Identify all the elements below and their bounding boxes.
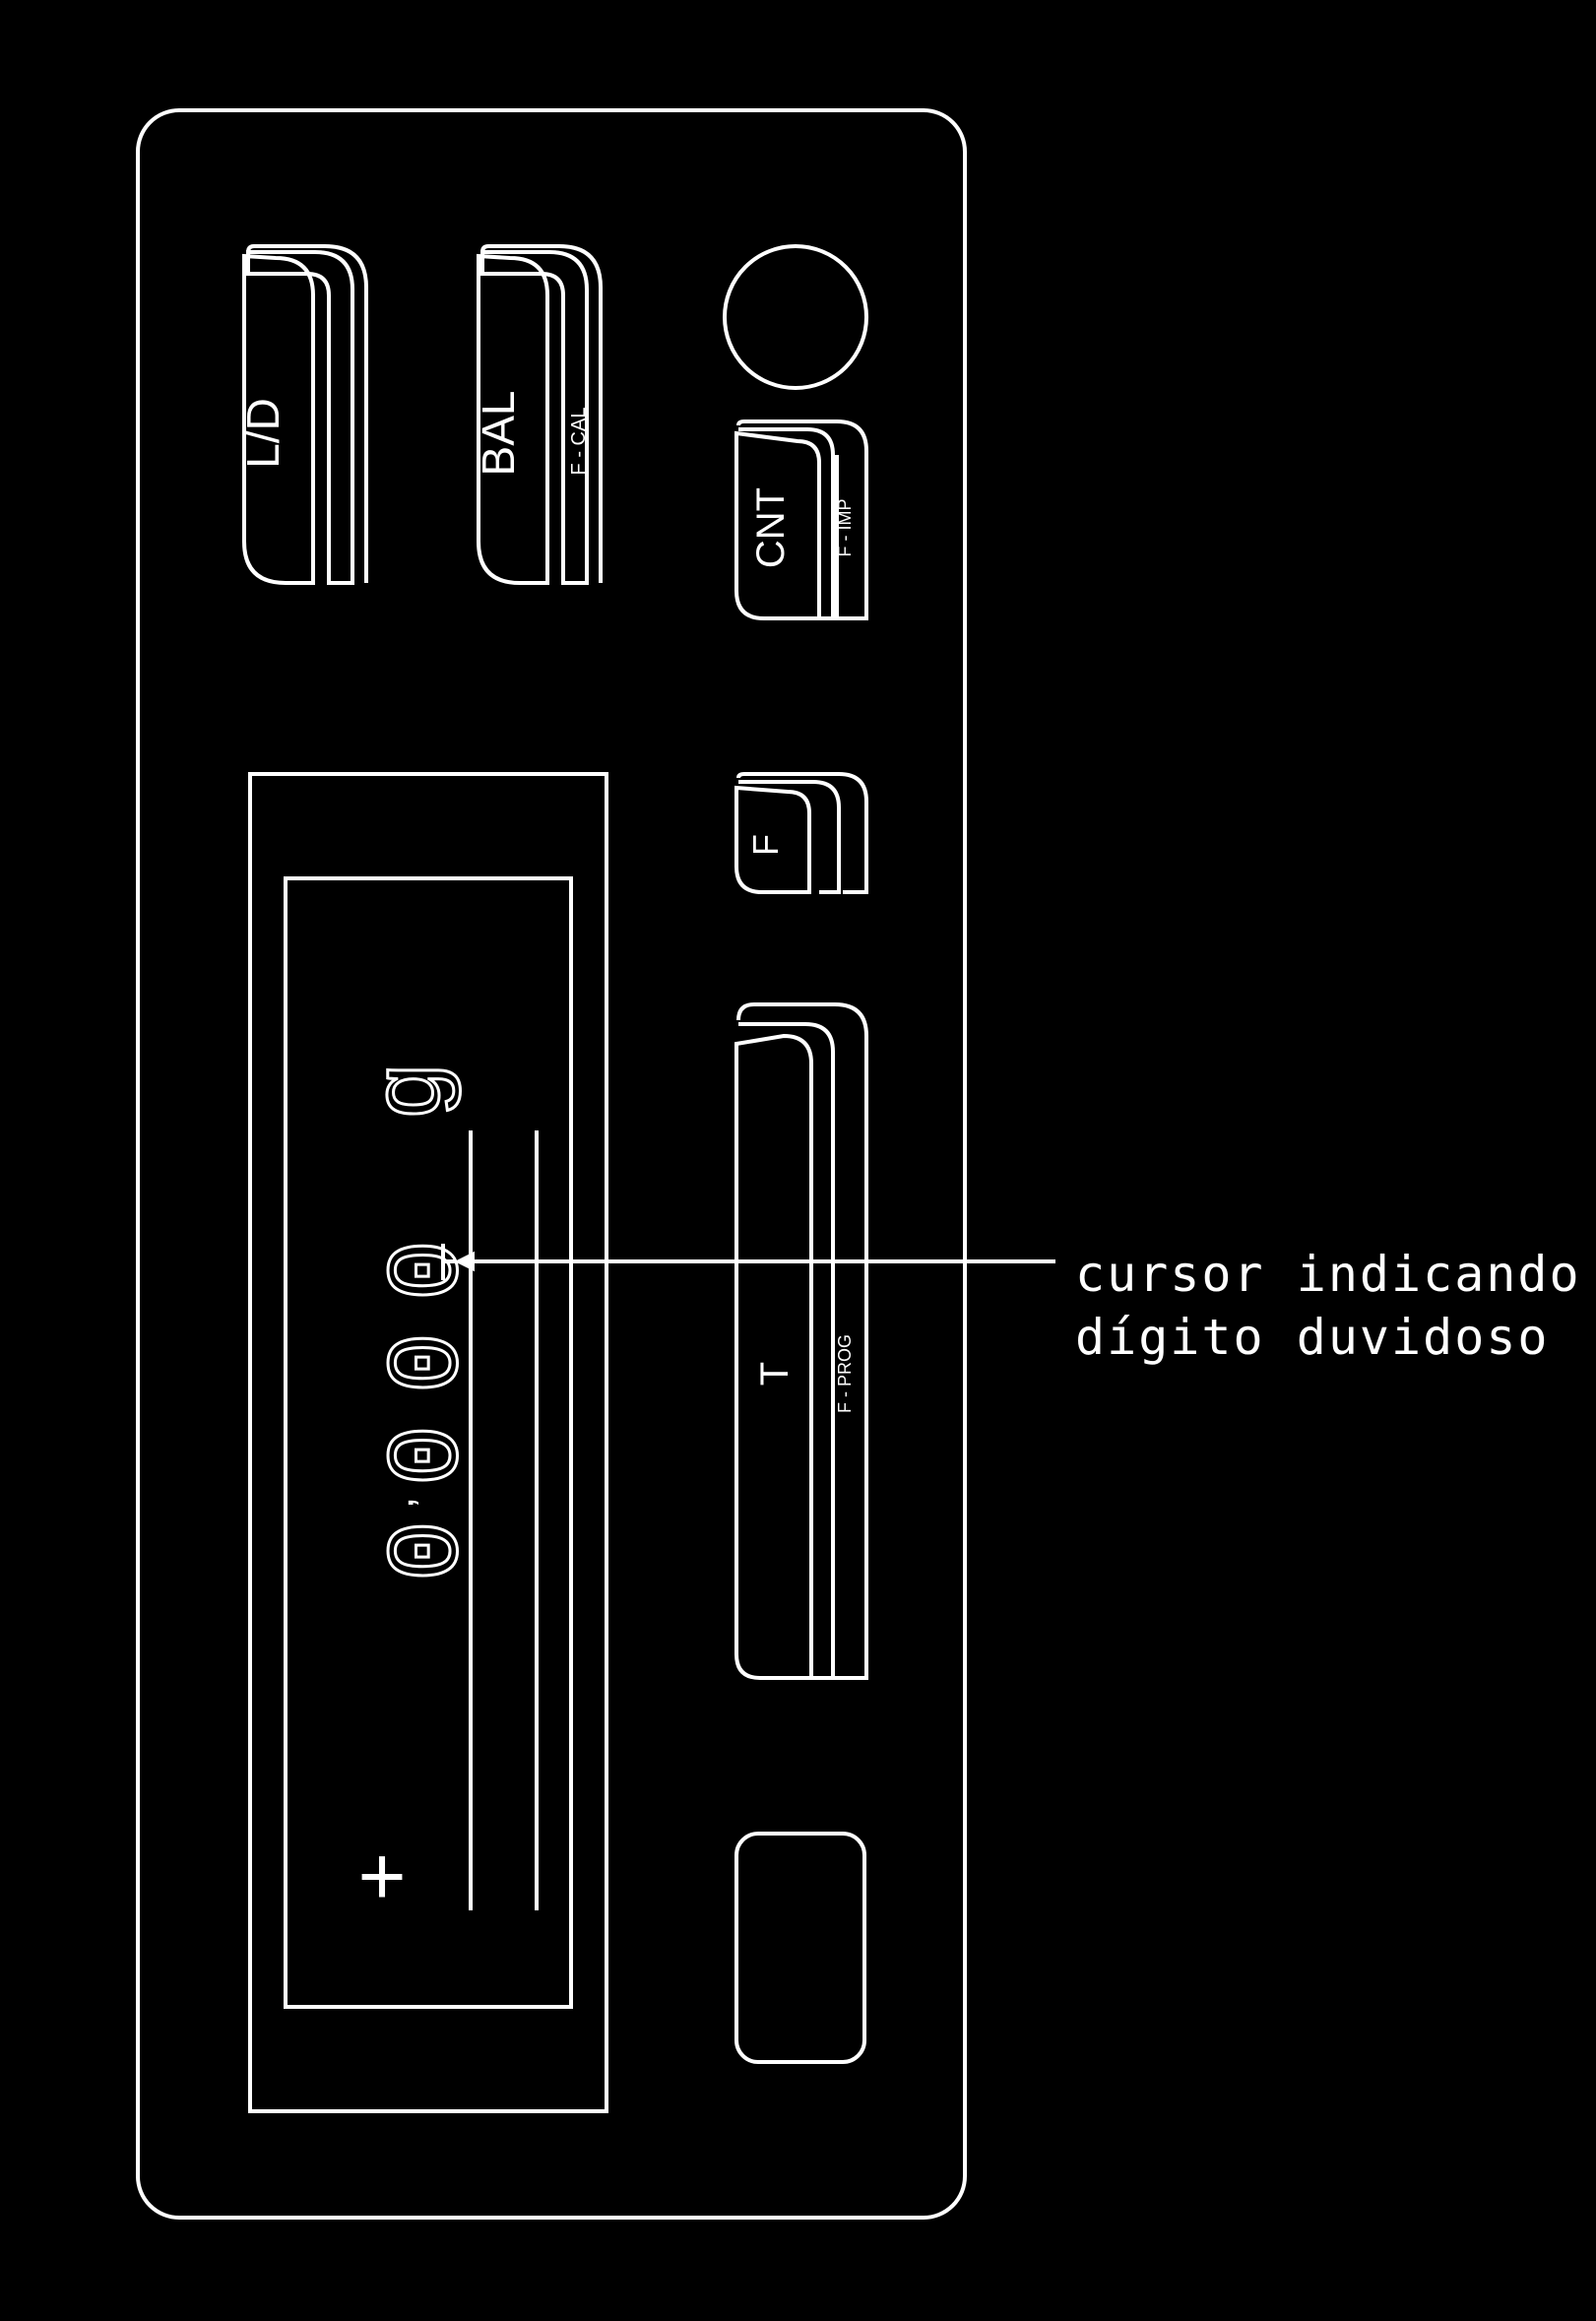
key-f[interactable]: F xyxy=(734,772,868,894)
display-cursor xyxy=(441,1244,455,1280)
display-digit-2: 0 xyxy=(371,1332,487,1393)
round-button[interactable] xyxy=(723,244,868,390)
key-f-label: F xyxy=(745,834,786,856)
key-bal[interactable]: BAL F - CAL xyxy=(473,244,603,585)
annotation-line-1: cursor indicando xyxy=(1075,1246,1581,1303)
key-cnt-label: CNT xyxy=(749,487,793,568)
key-t-label: T xyxy=(753,1362,797,1386)
annotation-arrow xyxy=(454,1251,1055,1272)
key-ld-label: L/D xyxy=(237,398,288,469)
key-t-sub-label: F - PROG xyxy=(835,1334,855,1413)
display-screen xyxy=(284,876,573,2009)
annotation-caption: cursor indicando dígito duvidoso xyxy=(1075,1243,1581,1369)
key-blank[interactable] xyxy=(734,1832,866,2064)
panel-outline xyxy=(136,108,967,2220)
key-cnt[interactable]: CNT F - IMP xyxy=(734,419,868,620)
key-cnt-sub-label: F - IMP xyxy=(835,499,855,557)
display-bezel xyxy=(248,772,608,2113)
display-digit-4: 0 xyxy=(371,1520,487,1581)
display-decimal-separator: , xyxy=(375,1497,423,1509)
display-digit-1: 0 xyxy=(371,1240,487,1301)
display: 0 0 0 , 0 g + xyxy=(248,772,608,2113)
display-sign: + xyxy=(357,1830,406,1922)
display-digit-3: 0 xyxy=(371,1425,487,1486)
key-t[interactable]: T F - PROG xyxy=(734,1002,868,1680)
display-unit: g xyxy=(358,1062,470,1121)
key-bal-label: BAL xyxy=(473,391,524,477)
annotation-line-2: dígito duvidoso xyxy=(1075,1309,1550,1366)
key-bal-sub-label: F - CAL xyxy=(568,408,590,476)
key-ld[interactable]: L/D xyxy=(237,244,368,585)
